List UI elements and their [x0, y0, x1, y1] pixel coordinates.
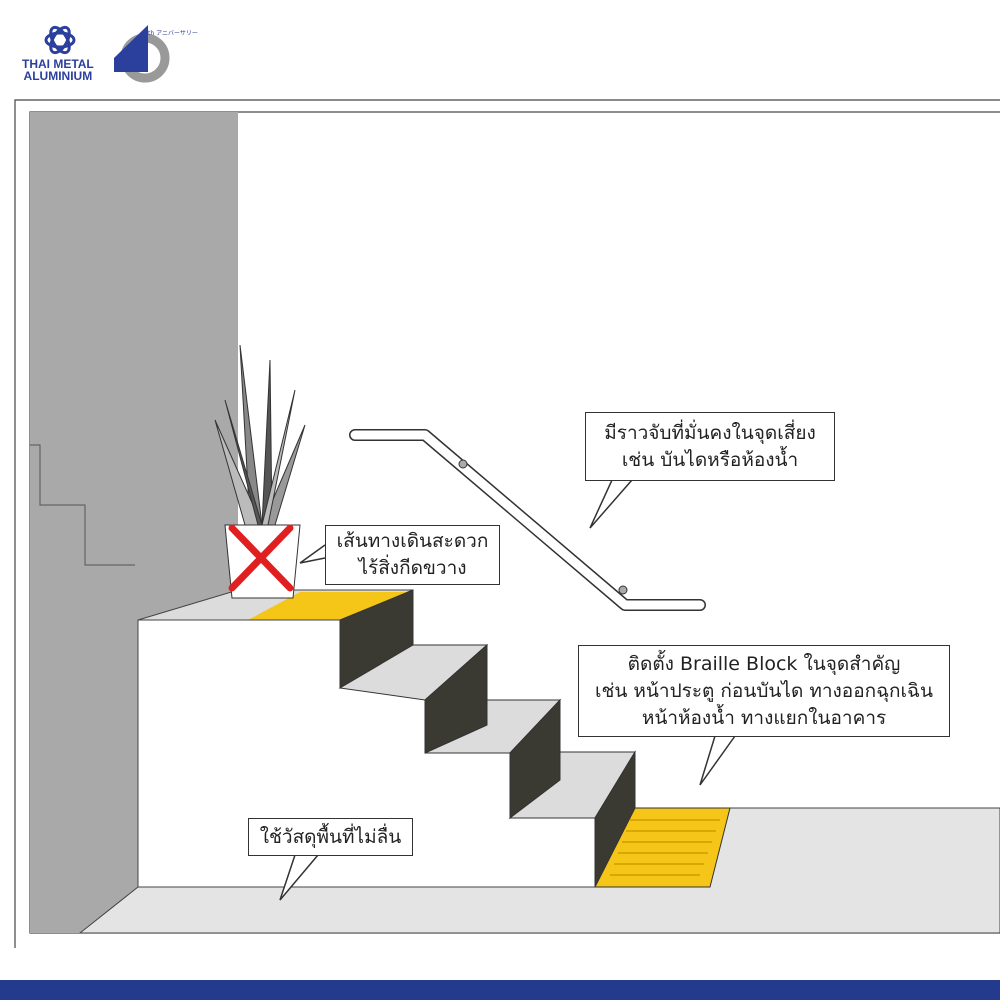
company-name: THAI METAL ALUMINIUM — [22, 58, 94, 82]
anniversary-sup: th — [148, 30, 155, 37]
callout-clear-path: เส้นทางเดินสะดวก ไร้สิ่งกีดขวาง — [325, 525, 500, 585]
logo-line2: ALUMINIUM — [23, 69, 93, 83]
callout-text: หน้าห้องน้ำ ทางแยกในอาคาร — [641, 706, 887, 729]
footer-bar — [0, 980, 1000, 1000]
anniversary-logo-icon — [114, 25, 170, 83]
handrail — [349, 429, 706, 611]
cross-icon — [228, 524, 294, 592]
callout-floor: ใช้วัสดุพื้นที่ไม่ลื่น — [248, 818, 413, 856]
callout-text: ใช้วัสดุพื้นที่ไม่ลื่น — [259, 825, 402, 848]
callout-handrail: มีราวจับที่มั่นคงในจุดเสี่ยง เช่น บันไดห… — [585, 412, 835, 481]
braille-block — [594, 807, 731, 888]
braille-strip-top — [248, 592, 410, 620]
stairs — [338, 589, 636, 888]
callout-text: เส้นทางเดินสะดวก — [336, 530, 489, 552]
callout-tails — [279, 479, 736, 901]
callout-text: ไร้สิ่งกีดขวาง — [358, 557, 467, 579]
callout-text: มีราวจับที่มั่นคงในจุดเสี่ยง — [604, 421, 816, 444]
callout-text: เช่น บันไดหรือห้องน้ำ — [621, 448, 799, 471]
thai-metal-logo-icon — [44, 25, 76, 55]
callout-text: เช่น หน้าประตู ก่อนบันได ทางออกฉุกเฉิน — [594, 679, 933, 702]
anniversary-text: アニバーサリー — [156, 30, 198, 37]
wall-stair-outline — [30, 444, 135, 566]
logo-line1: THAI METAL — [22, 57, 94, 71]
wall — [30, 112, 238, 933]
anniversary-label: th アニバーサリー — [148, 28, 198, 37]
callout-braille: ติดตั้ง Braille Block ในจุดสำคัญ เช่น หน… — [578, 645, 950, 737]
callout-text: ติดตั้ง Braille Block ในจุดสำคัญ — [627, 652, 901, 675]
